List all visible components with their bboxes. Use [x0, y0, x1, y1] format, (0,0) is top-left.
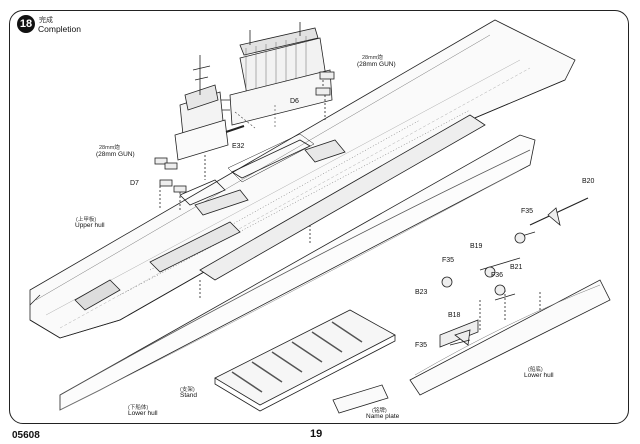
- instruction-frame: [9, 10, 629, 424]
- gun-right-chinese-label: 28mm炮: [362, 55, 383, 61]
- step-title: Completion: [38, 24, 81, 34]
- upper-hull-drawing: [29, 19, 576, 339]
- stand-chinese-label: (支架): [180, 387, 195, 393]
- propeller-parts-drawing: [441, 197, 589, 346]
- upper-hull-label: Upper hull: [75, 222, 105, 229]
- part-b21-label: B21: [510, 264, 523, 271]
- part-b18-label: B18: [448, 312, 461, 319]
- elevator-drawing: [179, 133, 346, 216]
- product-code: 05608: [12, 430, 40, 441]
- part-d6-label: D6: [290, 98, 299, 105]
- name-plate-chinese-label: (铭牌): [372, 408, 387, 414]
- island-drawing: [209, 22, 333, 129]
- step-number-badge: 18: [17, 15, 35, 33]
- gun-parts-drawing: [154, 71, 335, 210]
- page-number: 19: [310, 428, 323, 440]
- part-f36-label: F36: [491, 272, 504, 279]
- lower-hull-drawing: [59, 134, 536, 411]
- lower-hull-chinese-label: (下船体): [128, 405, 149, 411]
- stand-drawing: [214, 309, 396, 412]
- lower-hull-right-label: Lower hull: [524, 372, 554, 379]
- bridge-drawing: [174, 55, 229, 180]
- name-plate-label: Name plate: [366, 413, 400, 420]
- lower-hull-detail-drawing: [409, 279, 611, 396]
- stand-label: Stand: [180, 392, 197, 399]
- step-title-chinese: 完成: [39, 17, 53, 24]
- name-plate-drawing: [332, 384, 389, 414]
- part-f35-c-label: F35: [415, 342, 428, 349]
- part-e32-label: E32: [232, 143, 245, 150]
- upper-hull-chinese-label: (上甲板): [76, 217, 97, 223]
- part-d7-label: D7: [130, 180, 139, 187]
- part-b20-label: B20: [582, 178, 595, 185]
- gun-right-label: (28mm GUN): [357, 61, 396, 68]
- gun-left-chinese-label: 28mm炮: [99, 145, 120, 151]
- lower-hull-label: Lower hull: [128, 410, 158, 417]
- gun-left-label: (28mm GUN): [96, 151, 135, 158]
- part-b23-label: B23: [415, 289, 428, 296]
- part-f35-a-label: F35: [521, 208, 534, 215]
- lower-hull-right-chinese-label: (船底): [528, 367, 543, 373]
- part-b19-label: B19: [470, 243, 483, 250]
- part-f35-b-label: F35: [442, 257, 455, 264]
